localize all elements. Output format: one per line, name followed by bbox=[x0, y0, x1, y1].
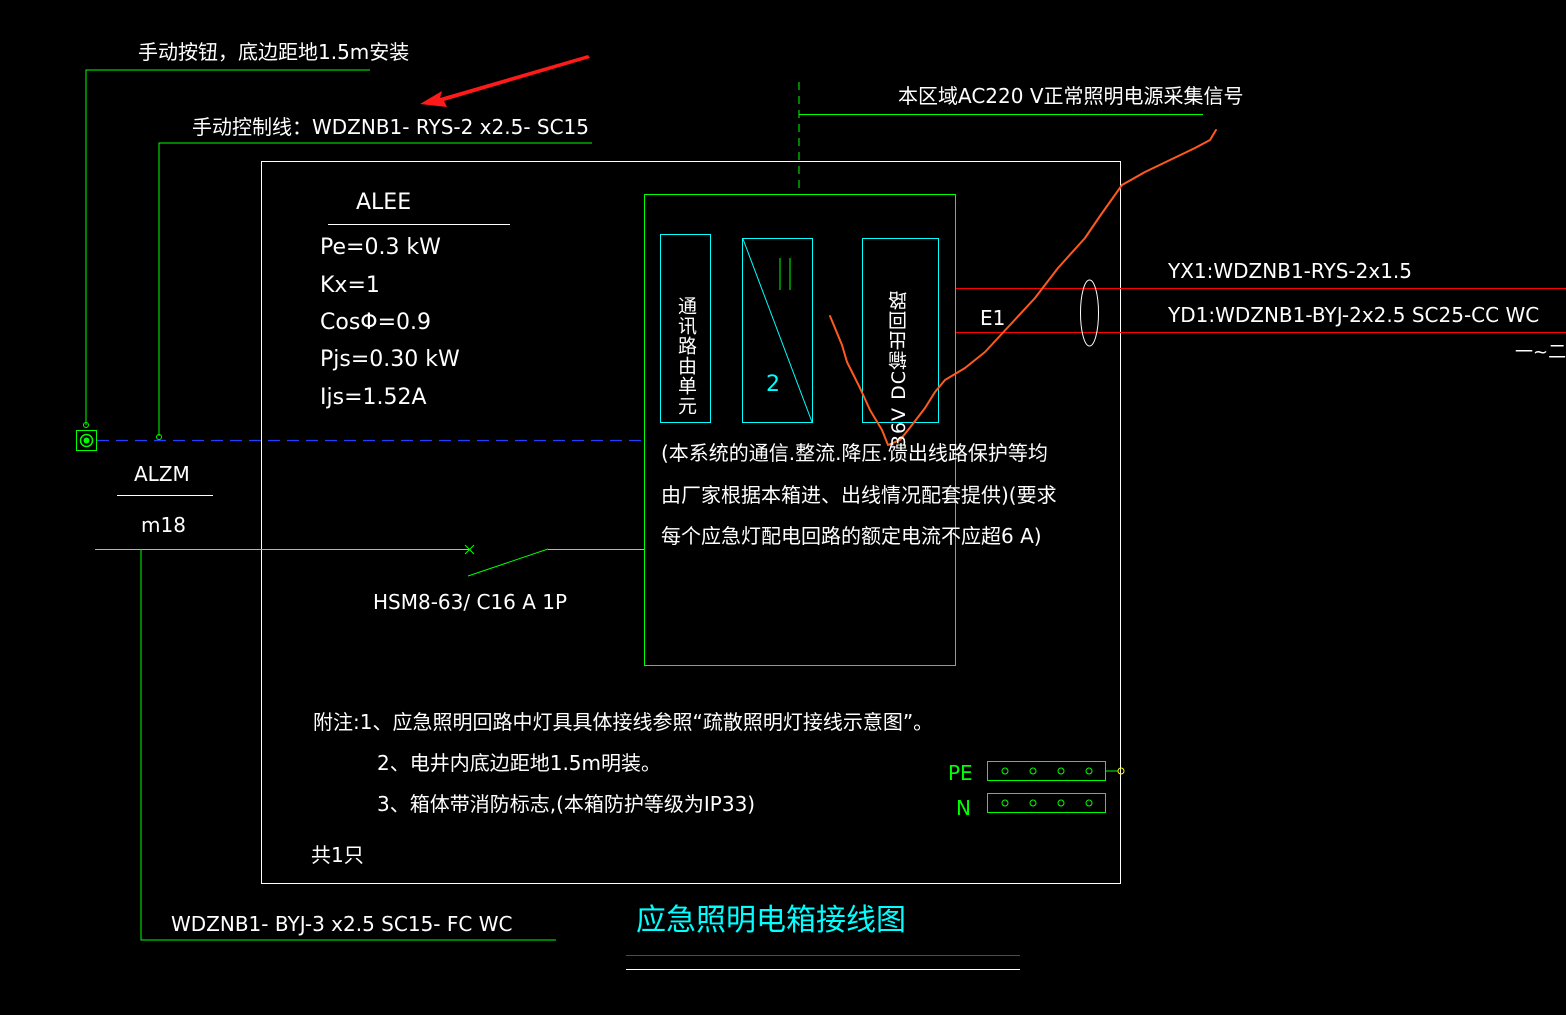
source-name: ALZM bbox=[134, 462, 190, 486]
module-note-line-2: 由厂家根据本箱进、出线情况配套提供)(要求 bbox=[661, 483, 1057, 507]
param-cos: CosΦ=0.9 bbox=[320, 310, 432, 335]
pe-terminal bbox=[1085, 767, 1093, 775]
feeder-cable-label: WDZNB1- BYJ-3 x2.5 SC15- FC WC bbox=[171, 912, 513, 936]
pe-label: PE bbox=[948, 761, 973, 785]
module-note-line-3: 每个应急灯配电回路的额定电流不应超6 A) bbox=[661, 524, 1042, 548]
breaker-contact bbox=[467, 548, 549, 577]
manual-control-leader bbox=[158, 142, 592, 436]
n-terminal bbox=[1085, 799, 1093, 807]
manual-button-symbol bbox=[76, 430, 97, 451]
note-1: 附注:1、应急照明回路中灯具具体接线参照“疏散照明灯接线示意图”。 bbox=[313, 710, 934, 734]
rectifier-unit-box bbox=[742, 238, 813, 423]
n-terminal bbox=[1057, 799, 1065, 807]
rectifier-unit-number: 2 bbox=[766, 372, 780, 397]
drawing-title: 应急照明电箱接线图 bbox=[636, 903, 906, 938]
source-circuit: m18 bbox=[141, 513, 186, 537]
param-ijs: Ijs=1.52A bbox=[320, 385, 427, 410]
leader-dot-1 bbox=[83, 422, 89, 428]
panel-name: ALEE bbox=[356, 190, 412, 215]
output-floors-label: 一~二层 bbox=[1515, 342, 1566, 363]
rectifier-diagonal bbox=[742, 238, 813, 423]
output-circuit-label: E1 bbox=[980, 306, 1006, 330]
output-line-yx-label: YX1:WDZNB1-RYS-2x1.5 bbox=[1168, 259, 1412, 283]
pe-link-node bbox=[1117, 767, 1125, 775]
manual-button-dot bbox=[83, 437, 90, 444]
dc-unit-label: 36V DC输出回路 bbox=[888, 290, 910, 448]
param-kx: Kx=1 bbox=[320, 273, 380, 298]
param-pe: Pe=0.3 kW bbox=[320, 235, 441, 260]
breaker-label: HSM8-63/ C16 A 1P bbox=[373, 590, 568, 614]
cable-leader bbox=[140, 549, 556, 941]
manual-button-dot-ring bbox=[79, 433, 94, 448]
module-box bbox=[644, 194, 956, 666]
pe-terminals bbox=[1001, 767, 1093, 775]
pe-terminal bbox=[1001, 767, 1009, 775]
note-3: 3、箱体带消防标志,(本箱防护等级为IP33) bbox=[377, 792, 756, 816]
markup-arrow bbox=[420, 55, 590, 107]
module-note-line-1: (本系统的通信.整流.降压.馈出线路保护等均 bbox=[661, 441, 1048, 465]
n-terminal bbox=[1029, 799, 1037, 807]
pe-bar bbox=[987, 761, 1106, 781]
comm-unit-box bbox=[660, 234, 711, 423]
manual-control-line-label: 手动控制线：WDZNB1- RYS-2 x2.5- SC15 bbox=[192, 115, 590, 139]
n-terminals bbox=[1001, 799, 1093, 807]
manual-button-leader bbox=[85, 69, 370, 425]
pe-terminal bbox=[1057, 767, 1065, 775]
output-line-yd-label: YD1:WDZNB1-BYJ-2x2.5 SC25-CC WC bbox=[1168, 303, 1540, 327]
enclosure-frame bbox=[261, 161, 1121, 884]
leader-dot-2 bbox=[156, 434, 162, 440]
n-terminal bbox=[1001, 799, 1009, 807]
pe-terminal bbox=[1029, 767, 1037, 775]
manual-button-note: 手动按钮，底边距地1.5m安装 bbox=[138, 40, 410, 64]
breaker-x-2 bbox=[464, 544, 475, 555]
note-2: 2、电井内底边距地1.5m明装。 bbox=[377, 751, 662, 775]
markup-freehand-stroke bbox=[829, 129, 1217, 446]
quantity-label: 共1只 bbox=[311, 843, 364, 867]
n-label: N bbox=[956, 796, 971, 820]
comm-unit-label: 通讯路由单元 bbox=[675, 296, 697, 416]
cable-bundle-symbol bbox=[1080, 279, 1099, 347]
param-pjs: Pjs=0.30 kW bbox=[320, 347, 460, 372]
dc-unit-box bbox=[862, 238, 939, 423]
n-bar bbox=[987, 793, 1106, 813]
ac-signal-note: 本区域AC220 V正常照明电源采集信号 bbox=[898, 84, 1244, 108]
